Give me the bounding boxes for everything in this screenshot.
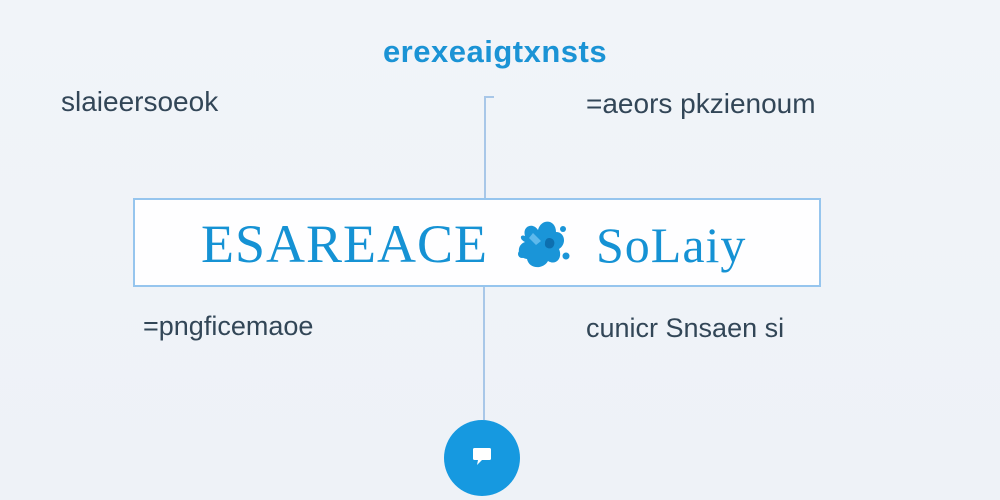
central-brand-right-text: SoLaiy: [596, 217, 747, 273]
chat-bubble-icon: [469, 443, 495, 469]
right-top-label: =aeors pkzienoum: [586, 88, 816, 119]
splash-icon: [507, 214, 575, 276]
top-connector-vertical: [484, 96, 486, 198]
bottom-node: [444, 420, 520, 496]
left-bottom-label: =pngficemaoe: [143, 311, 314, 341]
central-brand-left-text: ESAREACE: [201, 214, 489, 274]
central-box: ESAREACE SoLaiy: [133, 198, 821, 287]
diagram-title: erexeaigtxnsts: [382, 34, 608, 69]
left-top-label: slaieersoeok: [61, 86, 219, 117]
right-bottom-label: cunicr Snsaen si: [586, 313, 785, 343]
bottom-connector-vertical: [483, 287, 485, 420]
top-connector-horizontal: [484, 96, 494, 98]
